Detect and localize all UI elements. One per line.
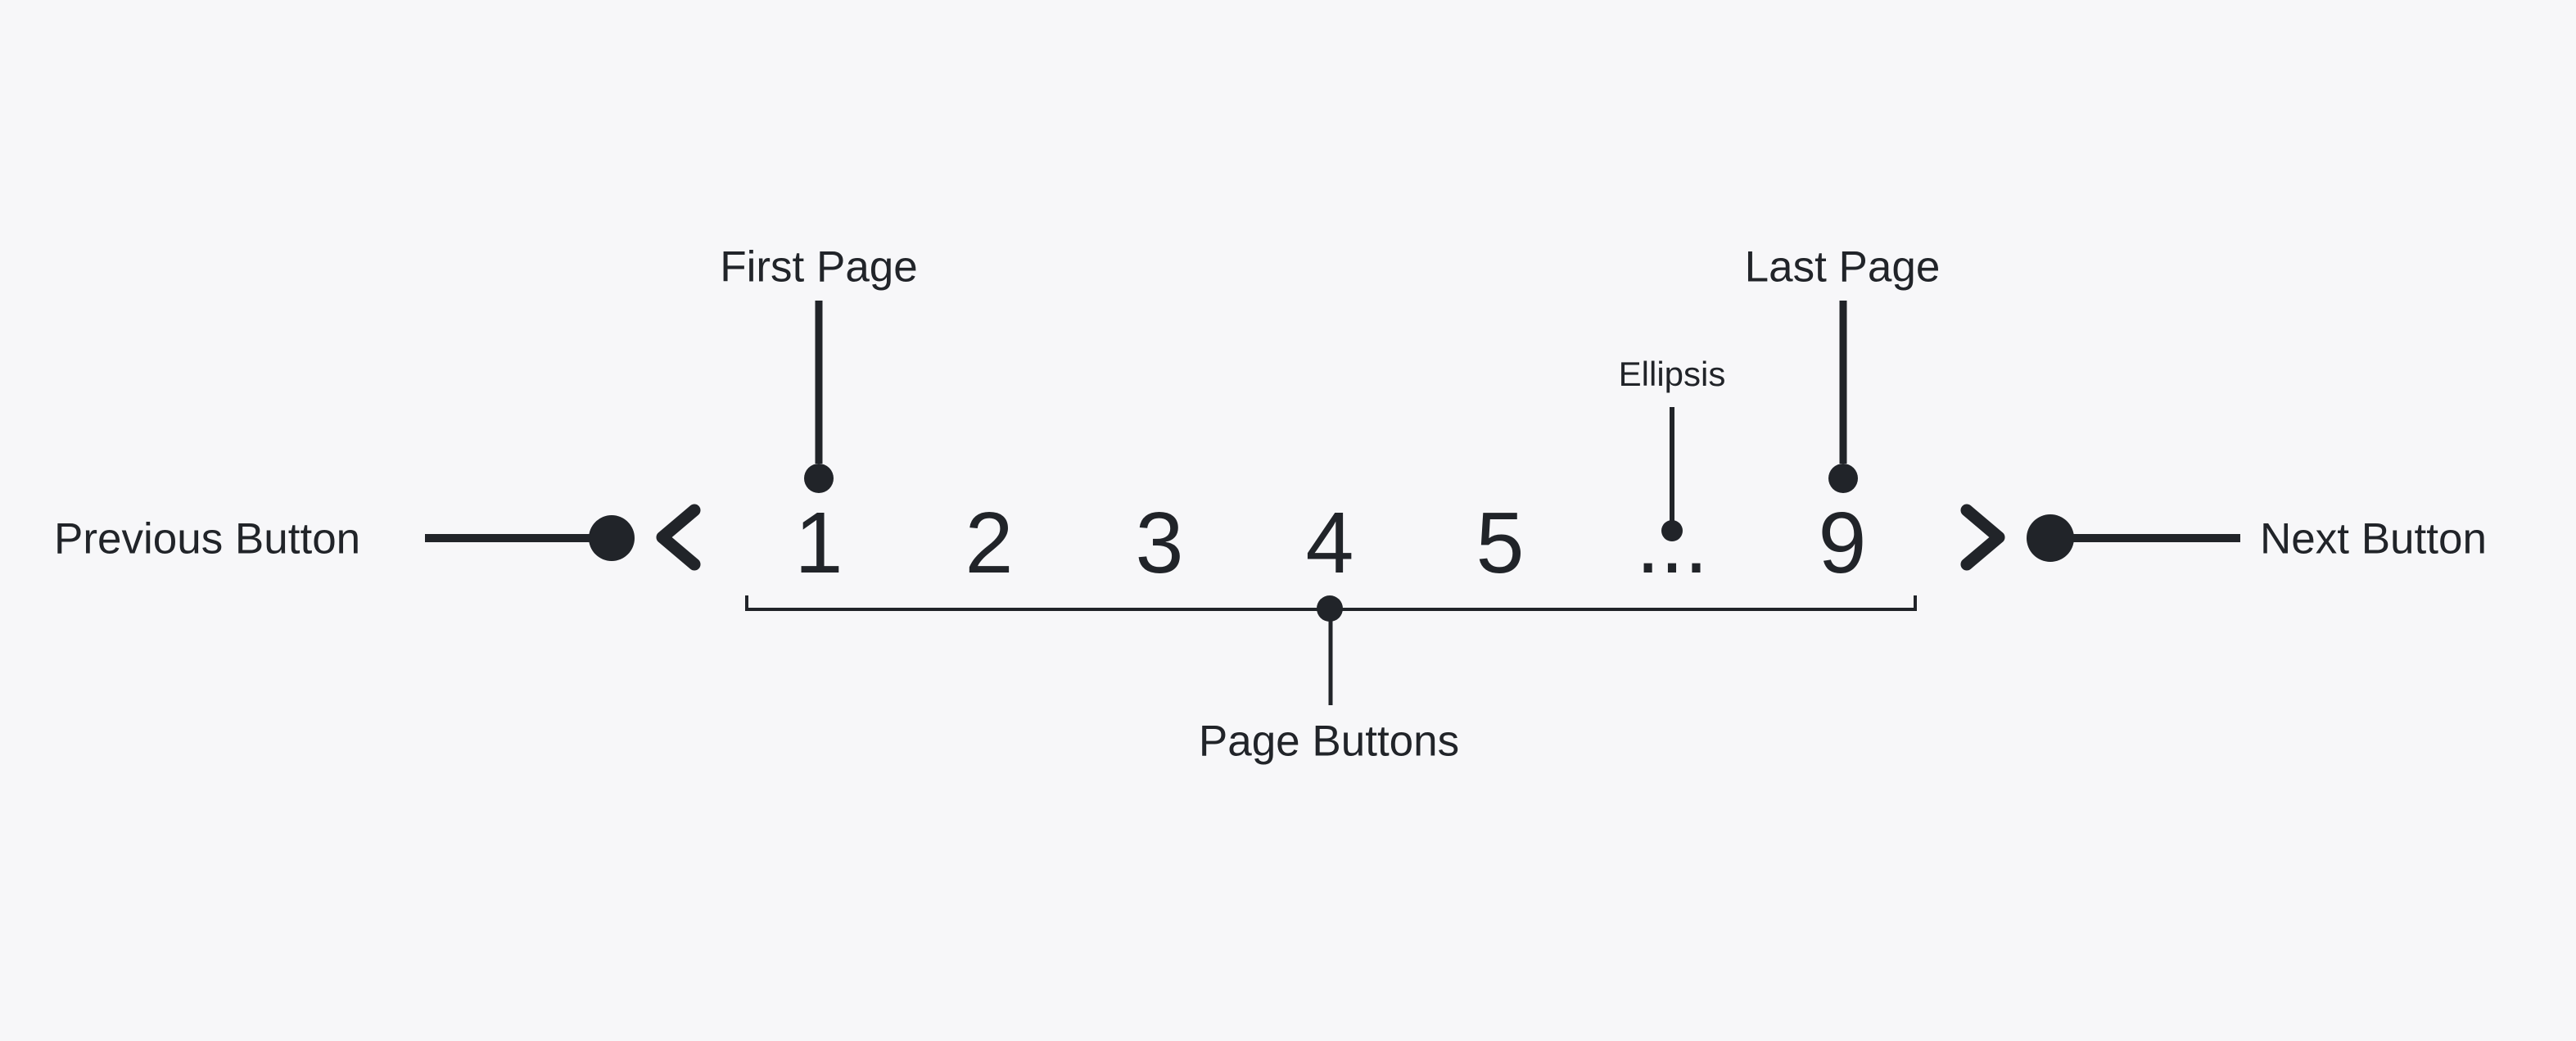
last-page-label: Last Page — [1744, 242, 1941, 292]
page-buttons-label: Page Buttons — [1198, 717, 1460, 766]
pagination-ellipsis: ... — [1635, 495, 1709, 591]
chevron-right-icon[interactable] — [1960, 504, 2005, 571]
first-page-label: First Page — [720, 242, 918, 292]
first-page-pointer-dot — [804, 464, 834, 493]
chevron-left-icon[interactable] — [656, 504, 701, 571]
page-button-4[interactable]: 4 — [1305, 495, 1354, 591]
next-button-label: Next Button — [2260, 514, 2487, 563]
previous-button-pointer-dot — [589, 515, 635, 561]
page-button-1[interactable]: 1 — [794, 495, 843, 591]
page-button-2[interactable]: 2 — [965, 495, 1014, 591]
last-page-pointer-dot — [1828, 464, 1858, 493]
page-button-3[interactable]: 3 — [1135, 495, 1184, 591]
page-button-5[interactable]: 5 — [1476, 495, 1525, 591]
previous-button-label: Previous Button — [54, 514, 361, 563]
ellipsis-label: Ellipsis — [1618, 355, 1726, 393]
ellipsis-pointer-dot — [1661, 520, 1683, 541]
page-button-9[interactable]: 9 — [1818, 495, 1867, 591]
next-button-pointer-dot — [2027, 514, 2074, 562]
